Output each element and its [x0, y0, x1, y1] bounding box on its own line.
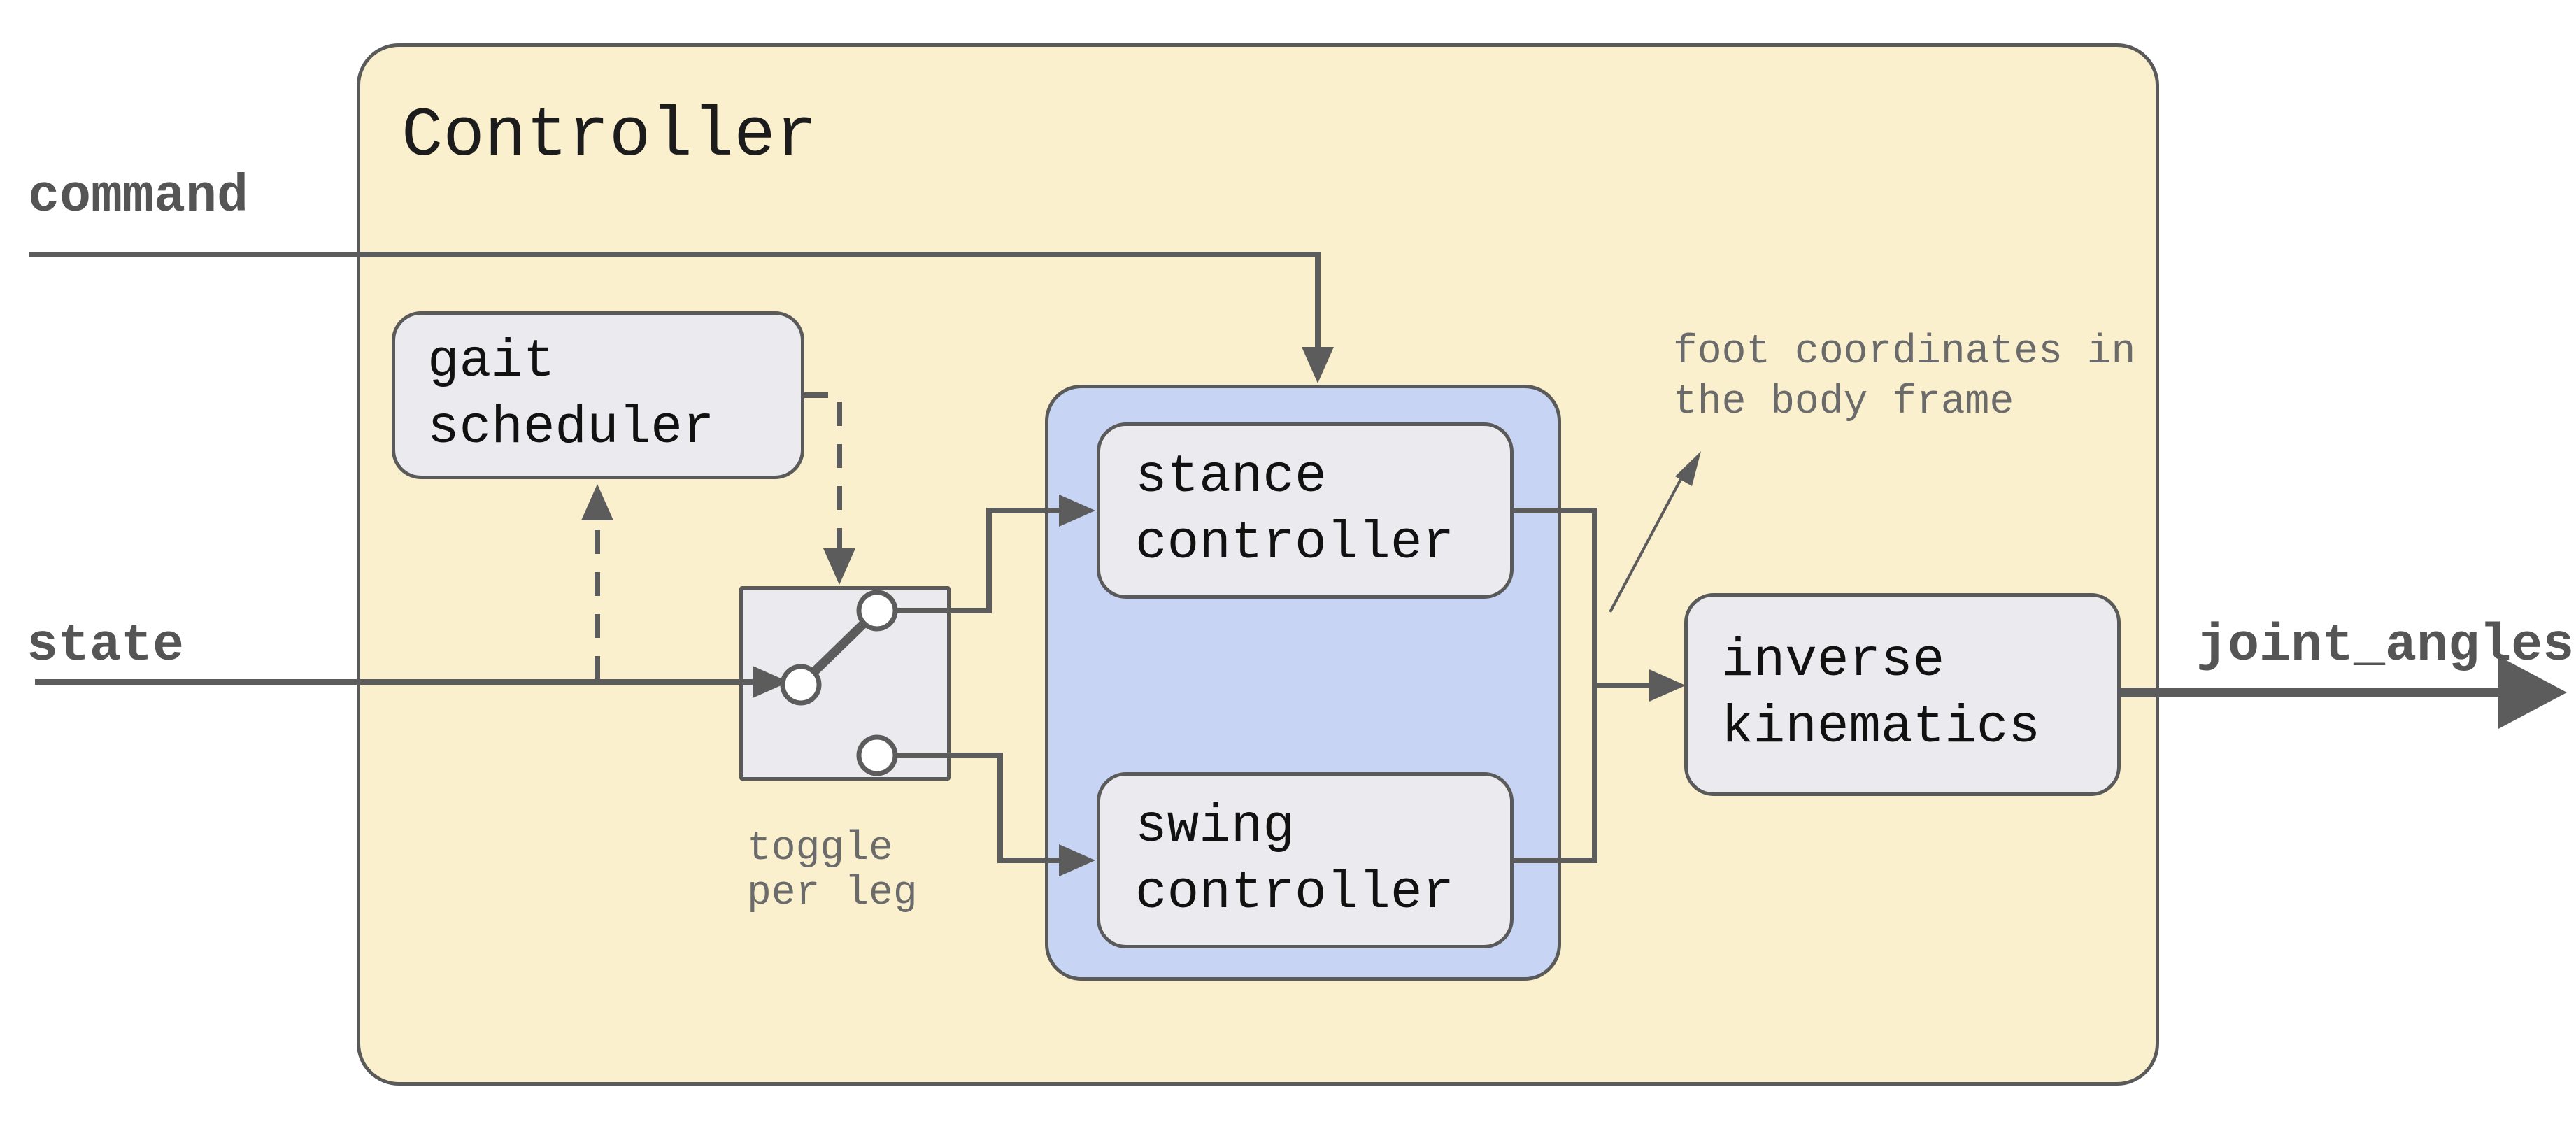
- toggle-per-leg-annotation: toggle per leg: [747, 827, 918, 916]
- swing-controller-label: swing controller: [1135, 797, 1455, 923]
- swing-controller-block: swing controller: [1097, 772, 1514, 948]
- command-input-label: command: [28, 167, 249, 227]
- stance-controller-label: stance controller: [1135, 447, 1455, 574]
- controller-title: Controller: [401, 97, 818, 176]
- toggle-per-leg-annotation-line1: toggle: [747, 826, 893, 872]
- foot-coordinates-annotation-line2: the body frame: [1673, 380, 2014, 425]
- toggle-per-leg-annotation-line2: per leg: [747, 871, 918, 916]
- gait-scheduler-label: gait scheduler: [427, 332, 715, 458]
- inverse-kinematics-block: inverse kinematics: [1684, 593, 2121, 796]
- gait-scheduler-block: gait scheduler: [392, 311, 804, 479]
- state-input-label: state: [27, 616, 185, 676]
- leg-toggle-switch-box: [739, 586, 951, 781]
- foot-coordinates-annotation: foot coordinates in the body frame: [1673, 327, 2135, 428]
- inverse-kinematics-label: inverse kinematics: [1721, 631, 2041, 757]
- stance-controller-block: stance controller: [1097, 422, 1514, 599]
- joint-angles-output-label: joint_angles: [2196, 616, 2575, 676]
- foot-coordinates-annotation-line1: foot coordinates in: [1673, 329, 2136, 375]
